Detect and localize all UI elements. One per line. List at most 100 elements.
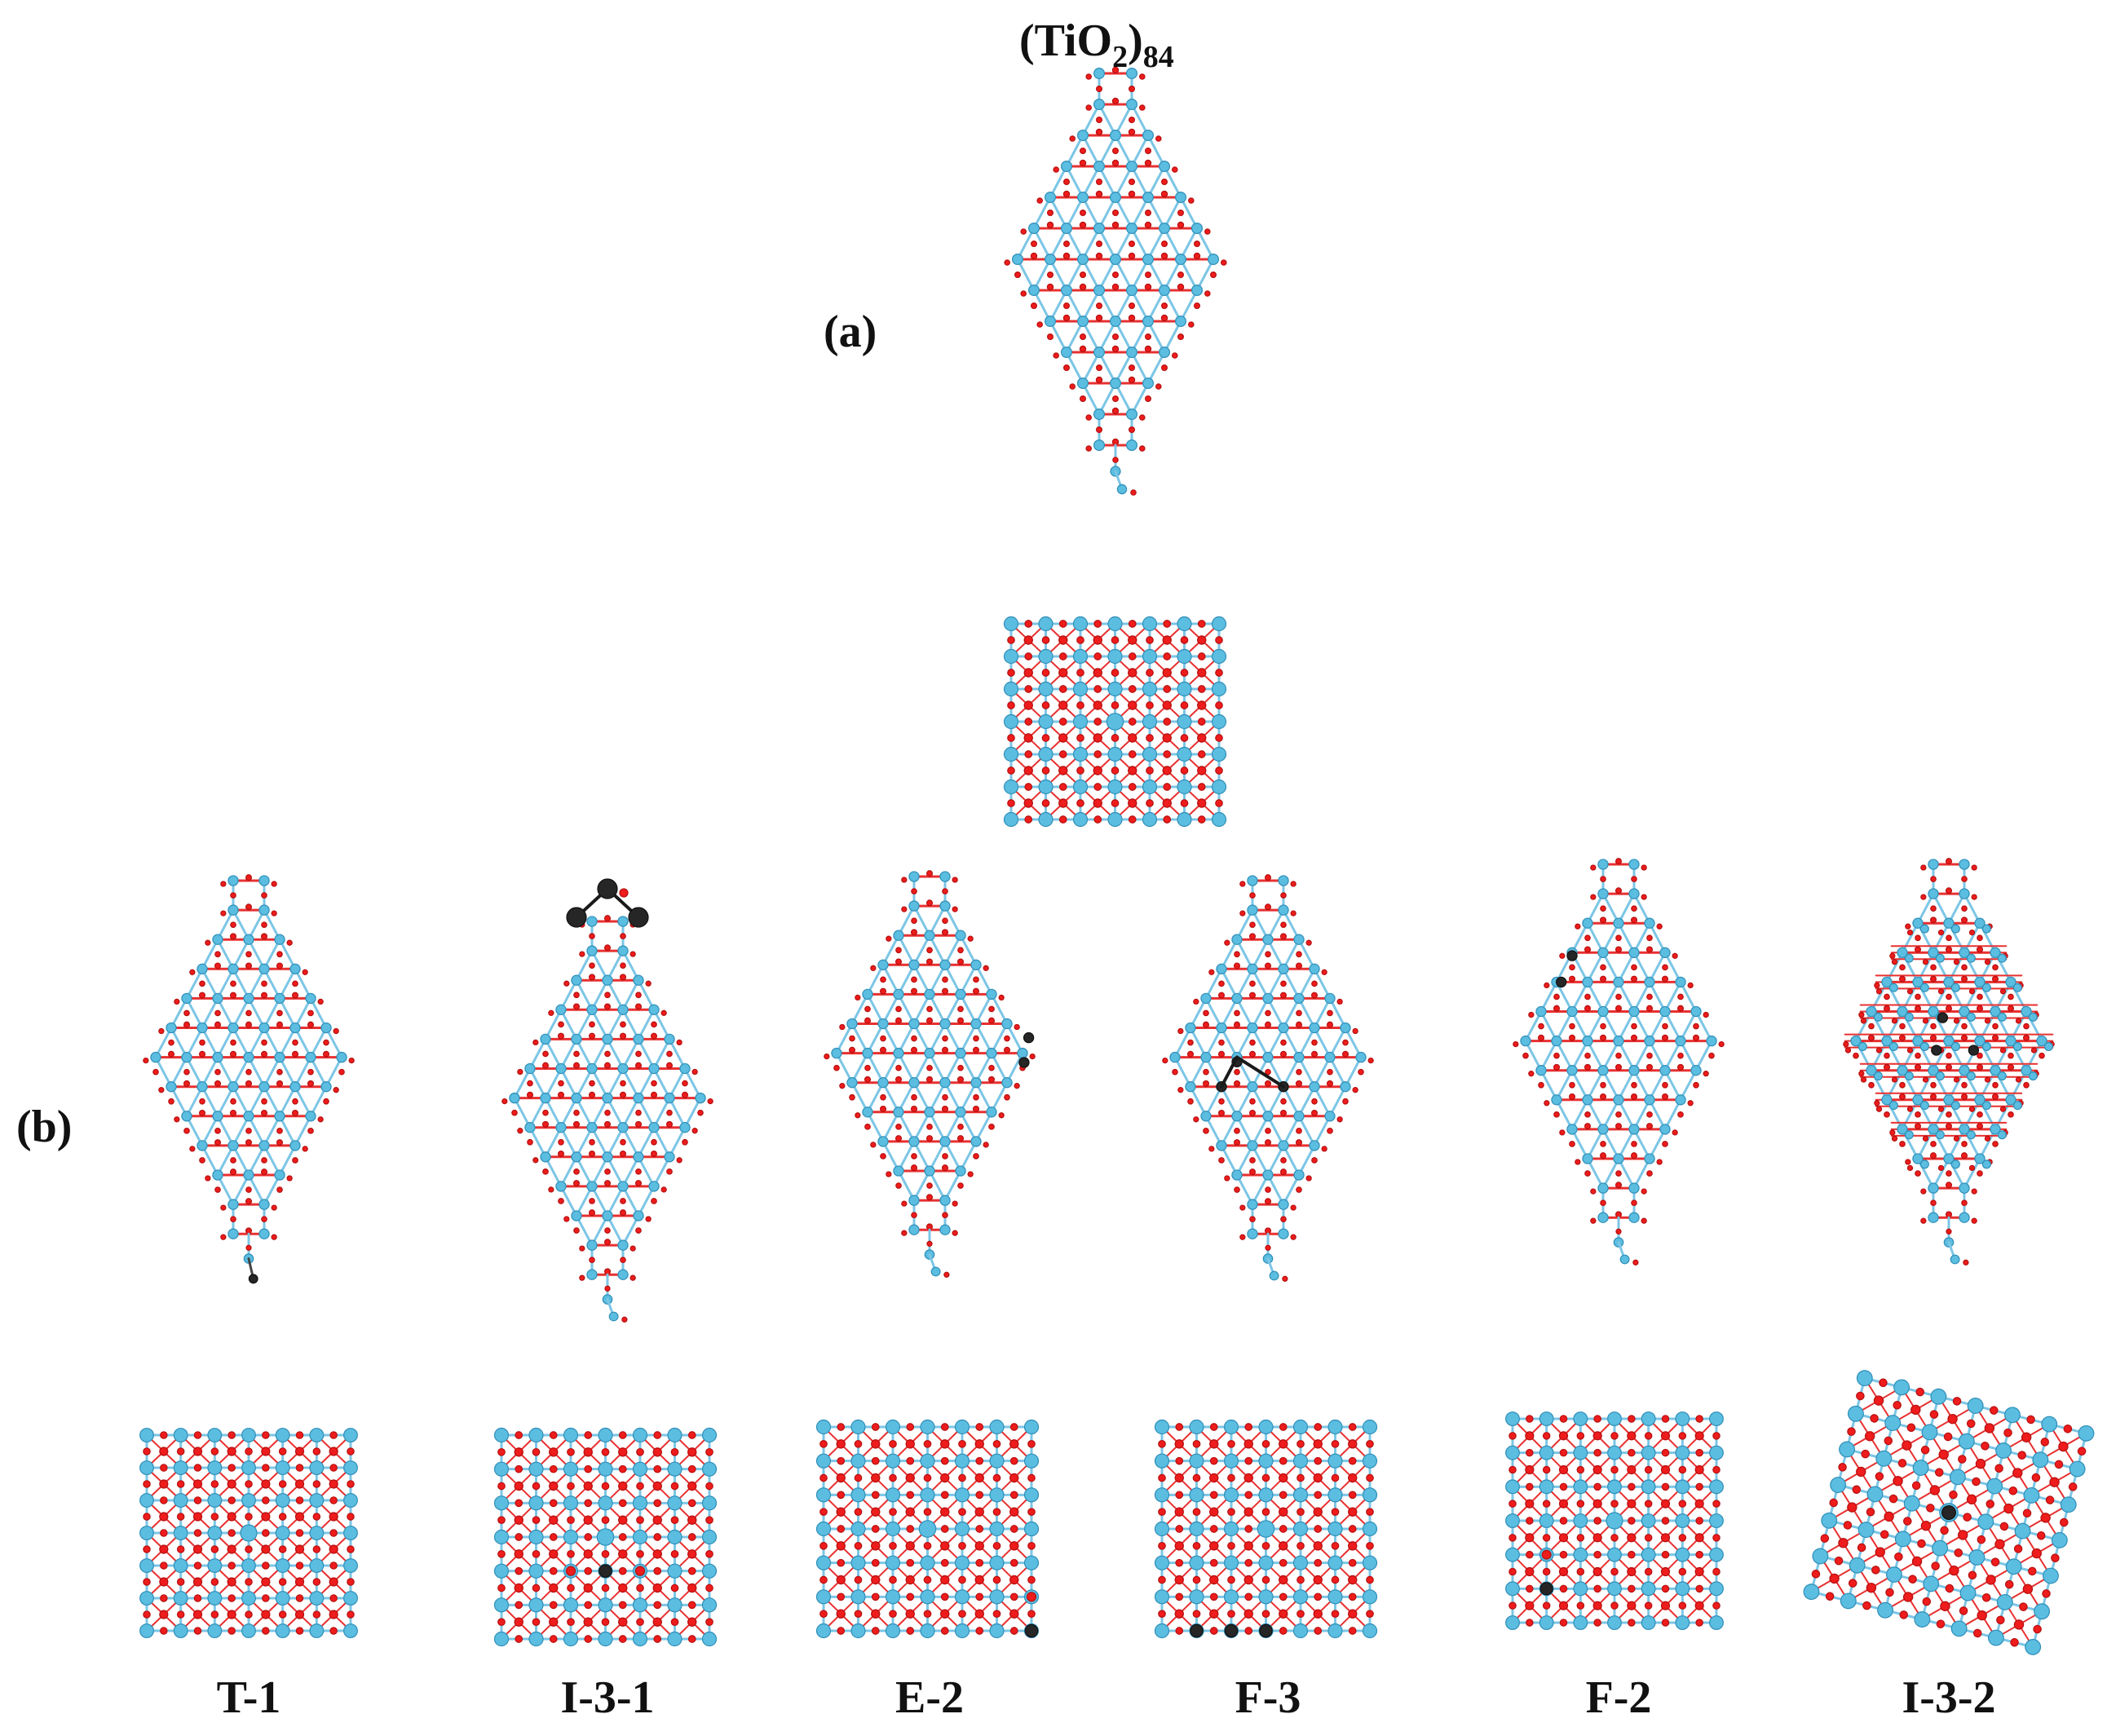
o-atom — [833, 1064, 840, 1071]
o-atom — [940, 1525, 949, 1533]
ti-atom — [1292, 1453, 1309, 1469]
o-atom — [940, 1609, 950, 1619]
o-atom — [227, 1577, 236, 1587]
o-atom — [1174, 1473, 1184, 1483]
bond — [1916, 951, 1935, 983]
bond — [1220, 938, 1239, 970]
ti-atom — [1189, 1453, 1204, 1469]
o-atom — [1111, 766, 1120, 775]
o-atom — [1920, 1445, 1930, 1455]
o-atom — [942, 888, 948, 895]
o-atom — [160, 1464, 168, 1472]
o-atom — [1144, 345, 1152, 353]
o-atom — [618, 1515, 628, 1525]
o-atom — [836, 1473, 846, 1483]
ti-atom — [664, 1033, 675, 1045]
dopant-atom — [1941, 1504, 1957, 1520]
ti-atom — [139, 1428, 154, 1442]
o-atom — [1192, 1508, 1201, 1517]
o-atom — [1265, 1128, 1271, 1134]
o-atom — [1960, 1152, 1968, 1160]
bond — [1130, 227, 1150, 261]
ti-atom — [1107, 746, 1123, 762]
ti-atom — [2004, 1407, 2021, 1424]
o-atom — [1631, 1141, 1637, 1147]
o-atom — [1366, 1541, 1374, 1550]
ti-atom — [1154, 1589, 1170, 1605]
ti-atom — [1894, 1531, 1911, 1548]
o-atom — [1592, 1431, 1602, 1441]
o-atom — [1326, 1021, 1334, 1028]
o-atom — [276, 1021, 284, 1028]
o-atom — [871, 1558, 880, 1567]
ti-atom — [1959, 888, 1970, 899]
bond — [1282, 1173, 1301, 1206]
o-atom — [192, 1512, 203, 1522]
o-atom — [603, 1180, 612, 1187]
ti-atom — [241, 1558, 256, 1573]
ti-atom — [815, 1521, 832, 1537]
o-atom — [1177, 283, 1185, 291]
o-atom — [910, 1164, 918, 1172]
o-atom — [1146, 766, 1154, 775]
bond — [1266, 1085, 1285, 1118]
ti-atom — [1142, 130, 1154, 142]
o-atom — [1093, 685, 1102, 693]
ti-atom — [1607, 1615, 1622, 1630]
ti-atom — [989, 1521, 1005, 1537]
o-atom — [2012, 1468, 2023, 1478]
o-atom — [1885, 1588, 1894, 1597]
o-atom — [262, 1431, 270, 1439]
ti-atom — [633, 974, 644, 986]
o-atom — [1641, 894, 1647, 900]
o-atom — [515, 1499, 523, 1508]
ti-atom — [528, 1597, 544, 1613]
o-atom — [1584, 946, 1592, 953]
ti-atom — [540, 1092, 551, 1104]
o-atom — [1672, 952, 1678, 959]
o-atom — [1128, 718, 1137, 726]
bond — [1648, 1128, 1667, 1160]
bond — [1081, 134, 1101, 168]
ti-atom — [1003, 681, 1019, 697]
o-atom — [1197, 750, 1206, 758]
ti-atom — [2028, 1012, 2038, 1022]
bond — [590, 949, 609, 982]
ti-atom — [1573, 1445, 1588, 1460]
o-atom — [1244, 1558, 1253, 1567]
ti-atom — [343, 1428, 358, 1442]
o-atom — [160, 1529, 168, 1537]
ti-atom — [524, 1122, 536, 1133]
o-atom — [1584, 1123, 1592, 1130]
bond — [325, 1027, 343, 1059]
o-atom — [276, 1080, 284, 1087]
bond — [1098, 382, 1117, 416]
ti-atom — [309, 1591, 325, 1606]
ti-atom — [908, 1224, 920, 1235]
o-atom — [2007, 1063, 2015, 1071]
o-atom — [1568, 1093, 1576, 1101]
bond — [263, 1027, 281, 1059]
o-atom — [193, 1627, 202, 1635]
o-atom — [514, 1481, 523, 1491]
bond — [912, 1111, 931, 1143]
o-atom — [618, 1601, 627, 1610]
bond — [652, 1008, 671, 1040]
ti-atom — [212, 1051, 223, 1063]
o-atom — [1860, 1018, 1867, 1024]
o-atom — [1963, 1513, 1972, 1522]
ti-atom — [924, 1107, 935, 1118]
o-atom — [1945, 1123, 1953, 1130]
o-atom — [1209, 1456, 1218, 1465]
ti-atom — [258, 1228, 270, 1239]
bond — [1098, 227, 1117, 261]
ti-atom — [1142, 616, 1158, 632]
o-atom — [1204, 290, 1211, 297]
o-atom — [1174, 1575, 1184, 1585]
o-atom — [1661, 1584, 1670, 1593]
ti-atom — [1177, 746, 1192, 762]
ti-atom — [1919, 1101, 1929, 1111]
ti-atom — [1935, 1130, 1945, 1140]
o-atom — [210, 1578, 219, 1586]
bond — [1114, 258, 1133, 292]
